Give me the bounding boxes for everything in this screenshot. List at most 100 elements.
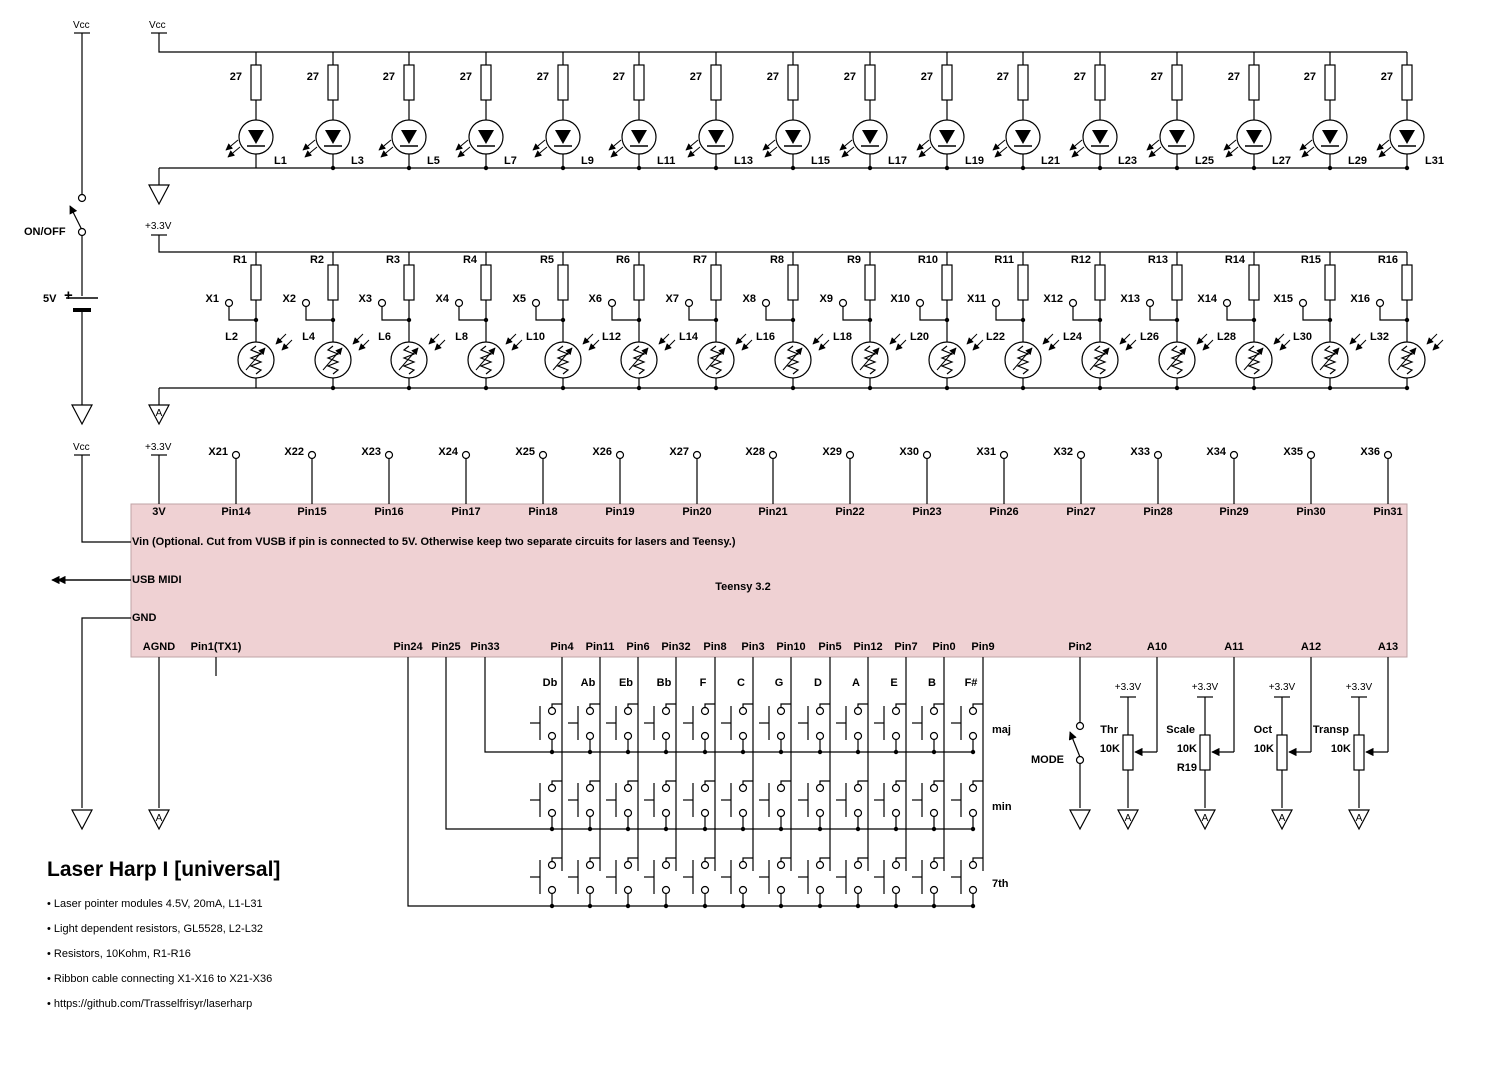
laser-resistor-value: 27 <box>537 71 549 83</box>
analog-ground-mark: A <box>1202 813 1209 824</box>
teensy-bottom-pin-label: AGND <box>143 641 175 653</box>
junction-dot <box>713 165 719 171</box>
emission-arrow <box>918 146 932 158</box>
pullup-resistor-label: R8 <box>770 254 784 266</box>
battery-label: 5V <box>43 293 57 305</box>
light-in-arrow <box>358 339 370 351</box>
ldr-arrow <box>1166 347 1187 371</box>
teensy-top-pin-label: Pin15 <box>297 506 326 518</box>
x-port-label: X33 <box>1130 446 1150 458</box>
light-in-arrow <box>1048 339 1060 351</box>
junction-dot <box>663 826 669 832</box>
switch-contact <box>968 808 978 818</box>
junction-dot <box>625 826 631 832</box>
pullup-resistor-label: R15 <box>1301 254 1321 266</box>
light-in-arrow <box>434 339 446 351</box>
laser-diode-triangle <box>401 130 417 144</box>
laser-resistor <box>1401 64 1413 101</box>
emission-arrow <box>762 139 776 151</box>
x-port-label: X7 <box>666 293 679 305</box>
pot-name-label: Thr <box>1100 724 1118 736</box>
switch-wire-top <box>972 703 983 708</box>
switch-wire-top <box>589 857 600 862</box>
emission-arrow <box>687 146 701 158</box>
gnd-wire <box>81 617 131 808</box>
junction-dot <box>483 385 489 391</box>
ldr-label: L22 <box>986 331 1005 343</box>
teensy-top-pin-label: Pin19 <box>605 506 634 518</box>
potentiometer <box>1199 734 1211 771</box>
teensy-bottom-pin-label: Pin8 <box>703 641 726 653</box>
ldr-resistor-zigzag <box>786 345 800 375</box>
pot-supply-label: +3.3V <box>1192 682 1219 693</box>
switch-contact <box>585 706 595 716</box>
pot-name-label: Scale <box>1166 724 1195 736</box>
laser-label: L1 <box>274 155 287 167</box>
junction-dot <box>560 317 566 323</box>
chord-note-label: E <box>890 677 897 689</box>
note-link[interactable]: • https://github.com/Trasselfrisyr/laser… <box>47 998 253 1010</box>
junction-dot <box>702 826 708 832</box>
x-port-terminal <box>1145 298 1155 308</box>
junction-dot <box>855 903 861 909</box>
teensy-bottom-pin-label: Pin32 <box>661 641 690 653</box>
switch-contact <box>661 885 671 895</box>
x-port-terminal <box>224 298 234 308</box>
port-wire <box>1149 307 1177 321</box>
ldr-arrow <box>1396 347 1417 371</box>
switch-contact <box>929 885 939 895</box>
emission-arrow <box>764 146 778 158</box>
junction-dot <box>1020 317 1026 323</box>
light-in-arrow <box>1125 339 1137 351</box>
ldr-resistor-zigzag <box>863 345 877 375</box>
laser-resistor <box>327 64 339 101</box>
x-port-terminal <box>684 298 694 308</box>
teensy-bottom-pin-label: Pin33 <box>470 641 499 653</box>
junction-dot <box>483 165 489 171</box>
junction-dot <box>1174 385 1180 391</box>
pullup-resistor <box>941 264 953 301</box>
pullup-resistor <box>1017 264 1029 301</box>
switch-contact <box>547 783 557 793</box>
light-in-arrow <box>505 333 517 345</box>
laser-label: L7 <box>504 155 517 167</box>
ldr-label: L18 <box>833 331 852 343</box>
ldr-label: L2 <box>225 331 238 343</box>
x-port-label: X22 <box>284 446 304 458</box>
ldr-resistor-zigzag <box>249 345 263 375</box>
ldr-label: L28 <box>1217 331 1236 343</box>
x-port-label: X30 <box>899 446 919 458</box>
chord-row-label: min <box>992 801 1012 813</box>
switch-contact <box>929 860 939 870</box>
laser-diode-triangle <box>631 130 647 144</box>
x-port-label: X6 <box>589 293 602 305</box>
light-in-arrow <box>812 333 824 345</box>
switch-contact <box>968 731 978 741</box>
teensy-top-pin-label: Pin30 <box>1296 506 1325 518</box>
chord-row-label: 7th <box>992 878 1009 890</box>
switch-wire-top <box>704 780 715 785</box>
switch-wire-top <box>742 857 753 862</box>
junction-dot <box>330 385 336 391</box>
ground-teensy <box>71 809 93 831</box>
x-port-terminal <box>1068 298 1078 308</box>
note-ldrs: • Light dependent resistors, GL5528, L2-… <box>47 923 264 935</box>
vcc-label-1: Vcc <box>73 20 90 31</box>
page-title: Laser Harp I [universal] <box>47 858 281 881</box>
port-wire <box>1072 307 1100 321</box>
laser-diode-triangle <box>478 130 494 144</box>
pot-name-label: Transp <box>1313 724 1349 736</box>
teensy-board <box>130 503 1408 658</box>
junction-dot <box>587 749 593 755</box>
x-port-terminal <box>991 298 1001 308</box>
switch-contact <box>623 783 633 793</box>
laser-resistor <box>250 64 262 101</box>
ldr-label: L10 <box>526 331 545 343</box>
x-port-label: X34 <box>1206 446 1226 458</box>
switch-contact <box>853 706 863 716</box>
junction-dot <box>253 317 259 323</box>
x-port-terminal <box>692 450 702 460</box>
laser-label: L19 <box>965 155 984 167</box>
laser-resistor-value: 27 <box>921 71 933 83</box>
switch-wire-top <box>551 703 562 708</box>
